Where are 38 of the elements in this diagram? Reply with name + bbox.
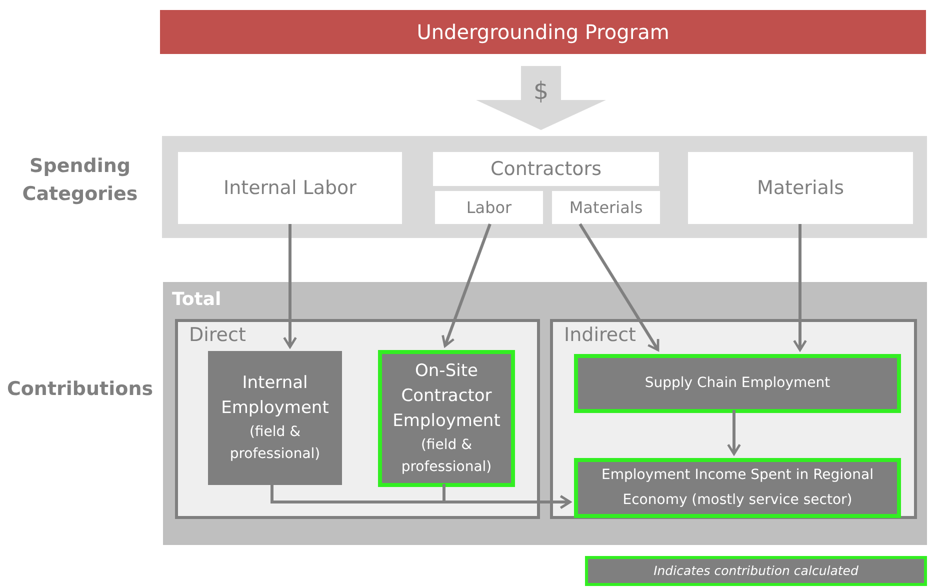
category-box <box>178 152 402 224</box>
arrow <box>578 223 660 352</box>
category-box <box>688 152 913 224</box>
box-label: Employment Income Spent in Regional Economy (mostly service sector) <box>600 466 874 510</box>
program-title: Undergrounding Program <box>416 20 670 44</box>
group-heading: Indirect <box>564 324 636 346</box>
group-heading: Direct <box>189 324 246 346</box>
arrow <box>442 223 492 348</box>
employment-box <box>378 350 515 487</box>
section-heading: Total <box>172 289 222 310</box>
arrow <box>283 224 297 348</box>
group-panel <box>550 319 917 519</box>
section-heading: Contributions <box>6 378 154 400</box>
box-label: Contractors <box>489 156 603 182</box>
category-box <box>435 191 543 224</box>
box-label: On-Site Contractor Employment <box>392 360 502 433</box>
box-label: Materials <box>756 176 846 200</box>
group-panel <box>175 319 540 519</box>
box-label: Supply Chain Employment <box>644 374 832 393</box>
category-box <box>433 152 659 186</box>
employment-box <box>208 351 342 485</box>
arrow <box>727 410 741 456</box>
legend-key: Indicates contribution calculated <box>585 556 927 586</box>
box-label: Materials <box>568 197 644 219</box>
section-heading: Spending Categories <box>21 154 139 207</box>
box-label: (field & professional) <box>400 436 493 477</box>
box-label: (field & professional) <box>228 423 322 464</box>
arrow <box>793 224 807 352</box>
box-label: Labor <box>465 197 513 219</box>
edge-label: $ <box>532 76 550 106</box>
employment-box <box>574 354 901 413</box>
employment-box <box>574 458 901 518</box>
block-arrow <box>476 66 606 130</box>
category-box <box>552 191 660 224</box>
box-label: Internal Employment <box>220 372 330 420</box>
box-label: Internal Labor <box>222 176 358 200</box>
arrow <box>442 484 572 509</box>
program-banner <box>160 10 926 54</box>
